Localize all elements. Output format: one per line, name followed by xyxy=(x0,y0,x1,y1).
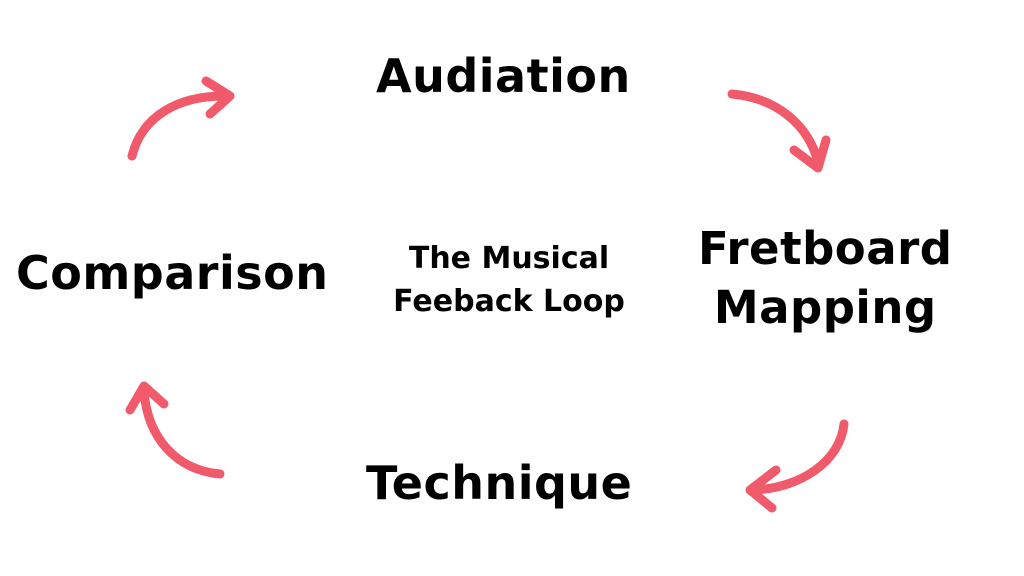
arrow-technique-to-comparison xyxy=(125,381,225,479)
diagram-title: The Musical Feeback Loop xyxy=(378,238,640,323)
stage-comparison: Comparison xyxy=(16,246,329,300)
arrow-fretboard-to-technique xyxy=(745,419,849,513)
stage-audiation: Audiation xyxy=(376,49,631,103)
stage-technique: Technique xyxy=(366,456,633,510)
stage-fretboard-mapping-line-2: Mapping xyxy=(713,280,937,334)
stage-fretboard-mapping-line-1: Fretboard xyxy=(698,222,953,275)
stage-fretboard-mapping: Fretboard Mapping xyxy=(698,220,952,337)
diagram-title-line-2: Feeback Loop xyxy=(393,283,625,319)
arrow-comparison-to-audiation xyxy=(127,76,235,161)
arrow-audiation-to-fretboard xyxy=(727,89,831,173)
diagram-title-line-1: The Musical xyxy=(408,241,610,276)
